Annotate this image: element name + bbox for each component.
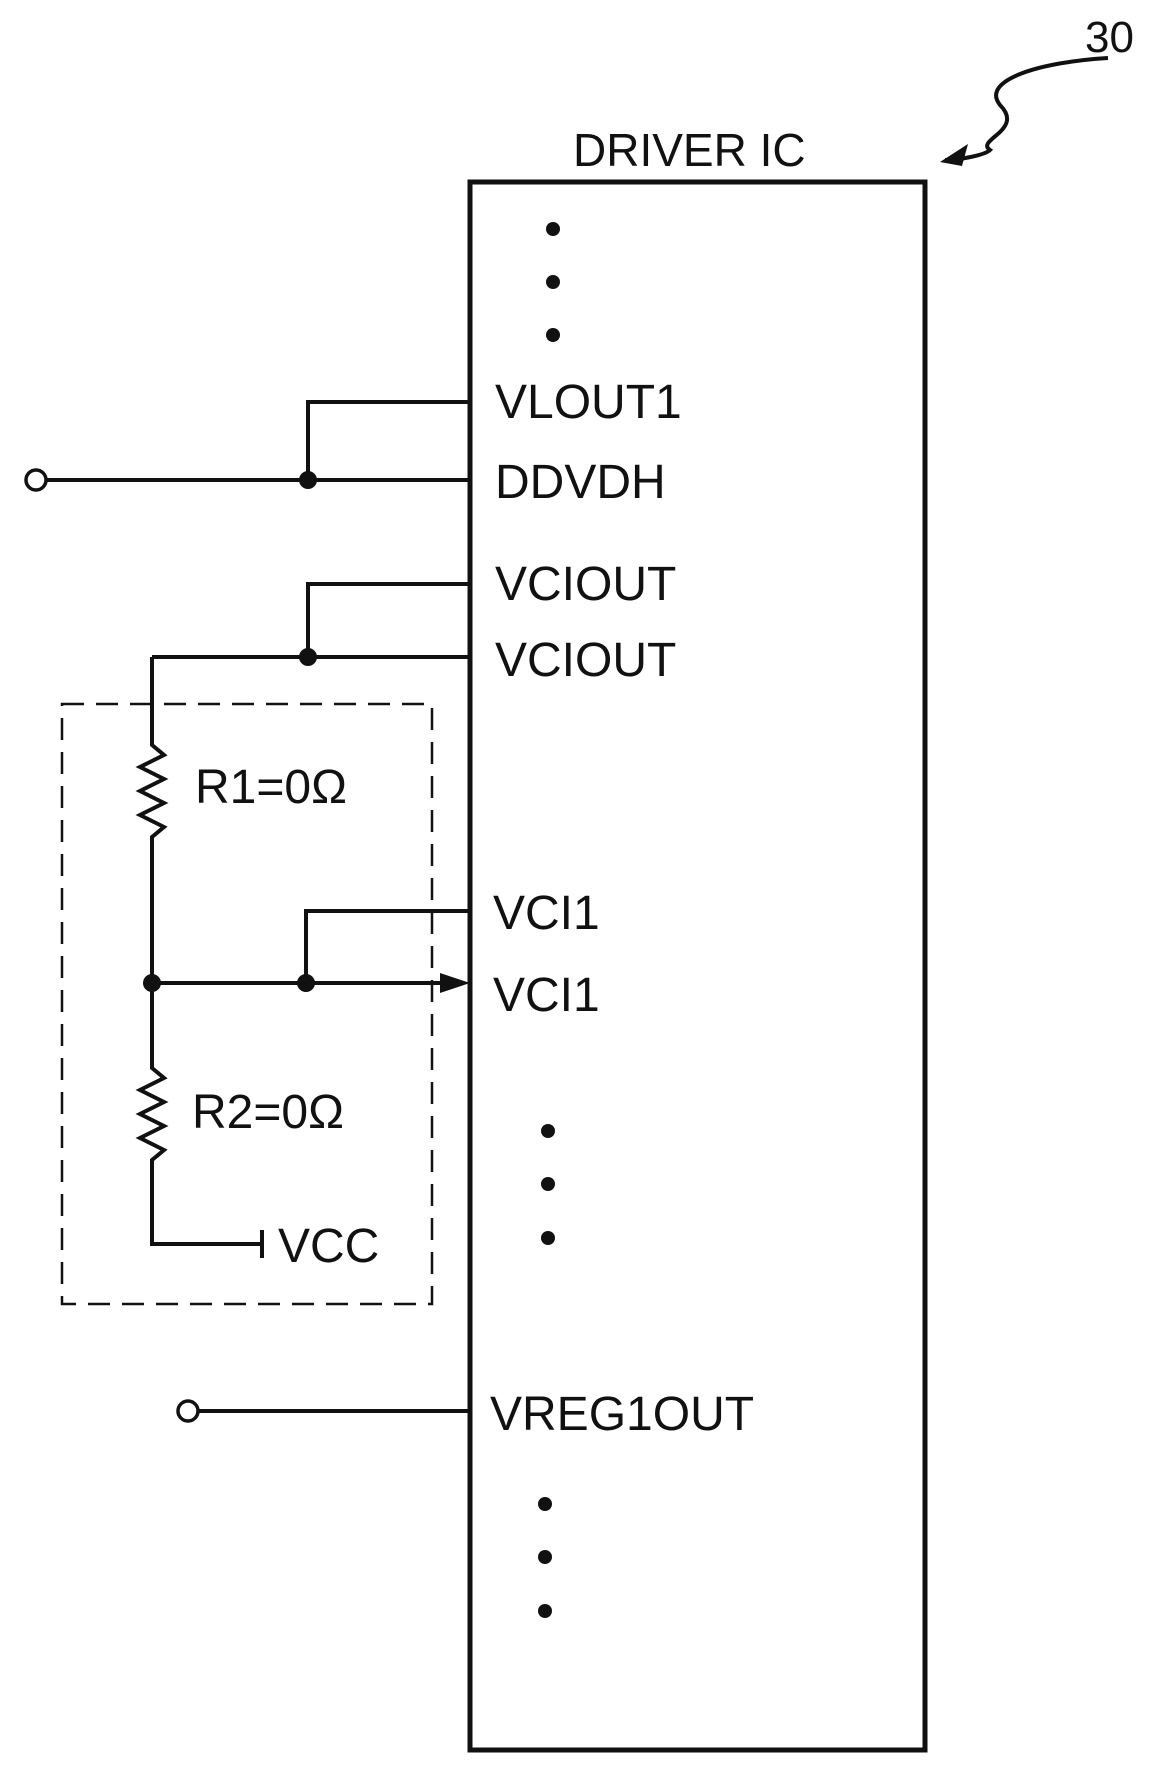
label-r2: R2=0Ω <box>192 1086 344 1139</box>
junction-ddvdh <box>299 471 317 489</box>
reference-numeral: 30 <box>1085 13 1134 62</box>
label-vcc: VCC <box>278 1220 379 1273</box>
wire-vlout1 <box>308 402 470 480</box>
wire-vciout-1 <box>308 584 470 657</box>
pin-label-ddvdh: DDVDH <box>495 456 666 509</box>
ellipsis-bottom <box>538 1497 552 1618</box>
reference-leader-line <box>945 58 1108 160</box>
pin-label-vreg1out: VREG1OUT <box>490 1388 754 1441</box>
pin-label-vci1-1: VCI1 <box>493 887 600 940</box>
resistor-r1 <box>140 657 164 983</box>
terminal-ddvdh <box>26 470 46 490</box>
ellipsis-middle <box>541 1124 555 1245</box>
ic-title: DRIVER IC <box>573 124 806 176</box>
pin-label-vciout-1: VCIOUT <box>495 558 676 611</box>
junction-vciout <box>299 648 317 666</box>
terminal-vreg1out <box>178 1401 198 1421</box>
arrowhead-vci1 <box>440 973 470 993</box>
junction-vci1-right <box>297 974 315 992</box>
ellipsis-top <box>546 222 560 342</box>
pin-label-vci1-2: VCI1 <box>493 969 600 1022</box>
label-r1: R1=0Ω <box>195 761 347 814</box>
pin-label-vciout-2: VCIOUT <box>495 634 676 687</box>
wire-vci1-1 <box>306 911 470 983</box>
reference-arrowhead <box>940 144 968 166</box>
pin-label-vlout1: VLOUT1 <box>495 376 682 429</box>
